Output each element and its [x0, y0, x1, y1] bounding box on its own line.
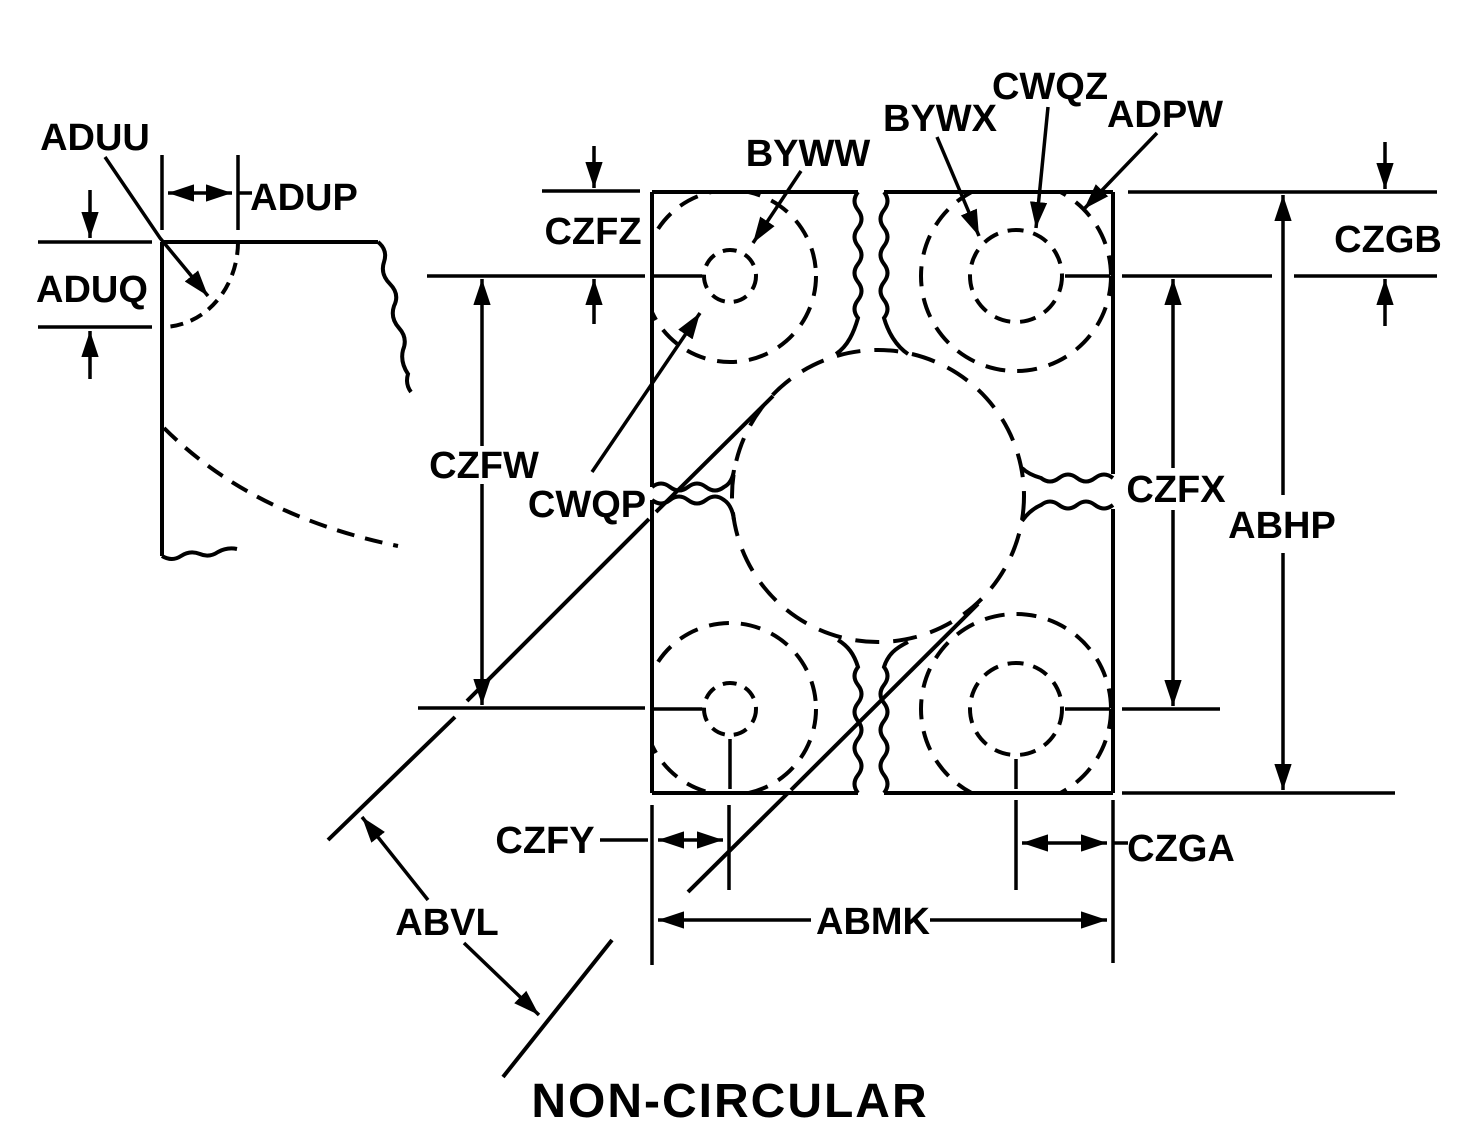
label-cwqz: CWQZ [992, 66, 1108, 108]
label-abvl: ABVL [395, 902, 498, 944]
tangent-diagonals [326, 394, 980, 1079]
break-line-top-1 [834, 190, 864, 356]
diagonal-2-segment-a [501, 938, 614, 1079]
abvl-arrow-upper [360, 815, 430, 902]
caption-title: NON-CIRCULAR [531, 1075, 928, 1128]
hole-bottom-right [968, 661, 1064, 757]
label-czgb: CZGB [1334, 219, 1442, 261]
label-cwqp: CWQP [528, 484, 646, 526]
break-line-left-2 [650, 494, 736, 521]
label-czfw: CZFW [429, 445, 539, 487]
label-abhp: ABHP [1228, 505, 1336, 547]
cwqz-leader-arrow [1029, 106, 1050, 229]
label-czfz: CZFZ [544, 211, 641, 253]
adpw-leader-arrow [1082, 131, 1159, 211]
detail-corner-chamfer-arc [161, 241, 240, 329]
labels: ADUU ADUP ADUQ CZFZ BYWW BYWX CWQZ ADPW … [36, 66, 1442, 1128]
byww-leader-arrow [751, 170, 803, 244]
diagonal-2-segment-b [686, 791, 790, 894]
diagonal-2-segment-c [789, 602, 980, 792]
label-byww: BYWW [746, 133, 871, 175]
break-line-bottom-2 [878, 640, 909, 795]
label-aduu: ADUU [40, 117, 150, 159]
label-czfy: CZFY [495, 820, 594, 862]
cwqp-leader-arrow [590, 312, 702, 473]
break-line-left-1 [650, 469, 736, 493]
detail-boss-arc [162, 426, 399, 548]
break-line-top-2 [878, 190, 910, 356]
hidden-features [654, 194, 1111, 791]
abvl-arrow-lower [462, 941, 541, 1017]
boss-arc-bottom-left [654, 621, 818, 791]
hole-top-right [968, 228, 1064, 324]
boss-arc-bottom-right [919, 612, 1111, 791]
bywx-leader-arrow [935, 136, 981, 237]
aduu-leader-arrow [103, 156, 210, 298]
boss-arc-top-left [654, 194, 818, 364]
label-bywx: BYWX [883, 98, 998, 140]
hole-top-left [702, 248, 758, 304]
label-adup: ADUP [250, 177, 358, 219]
label-abmk: ABMK [816, 901, 931, 943]
detail-bottom-break-line [160, 546, 238, 561]
diagonal-1-segment-c [654, 394, 775, 514]
diagonal-1-segment-a [326, 715, 457, 842]
plate-outline [650, 190, 1115, 795]
diagonal-1-segment-b [465, 517, 651, 703]
dimensions [360, 106, 1437, 1017]
label-adpw: ADPW [1107, 94, 1223, 136]
label-czga: CZGA [1127, 828, 1235, 870]
hole-bottom-left [702, 681, 758, 737]
central-bore-circle [730, 348, 1026, 644]
break-line-right-2 [1020, 499, 1115, 523]
corner-detail-view [38, 155, 413, 561]
break-line-bottom-1 [836, 638, 864, 795]
label-aduq: ADUQ [36, 269, 148, 311]
break-line-right-1 [1020, 466, 1115, 484]
label-czfx: CZFX [1126, 469, 1226, 511]
detail-right-break-line [376, 240, 413, 394]
boss-arc-top-right [919, 194, 1111, 373]
